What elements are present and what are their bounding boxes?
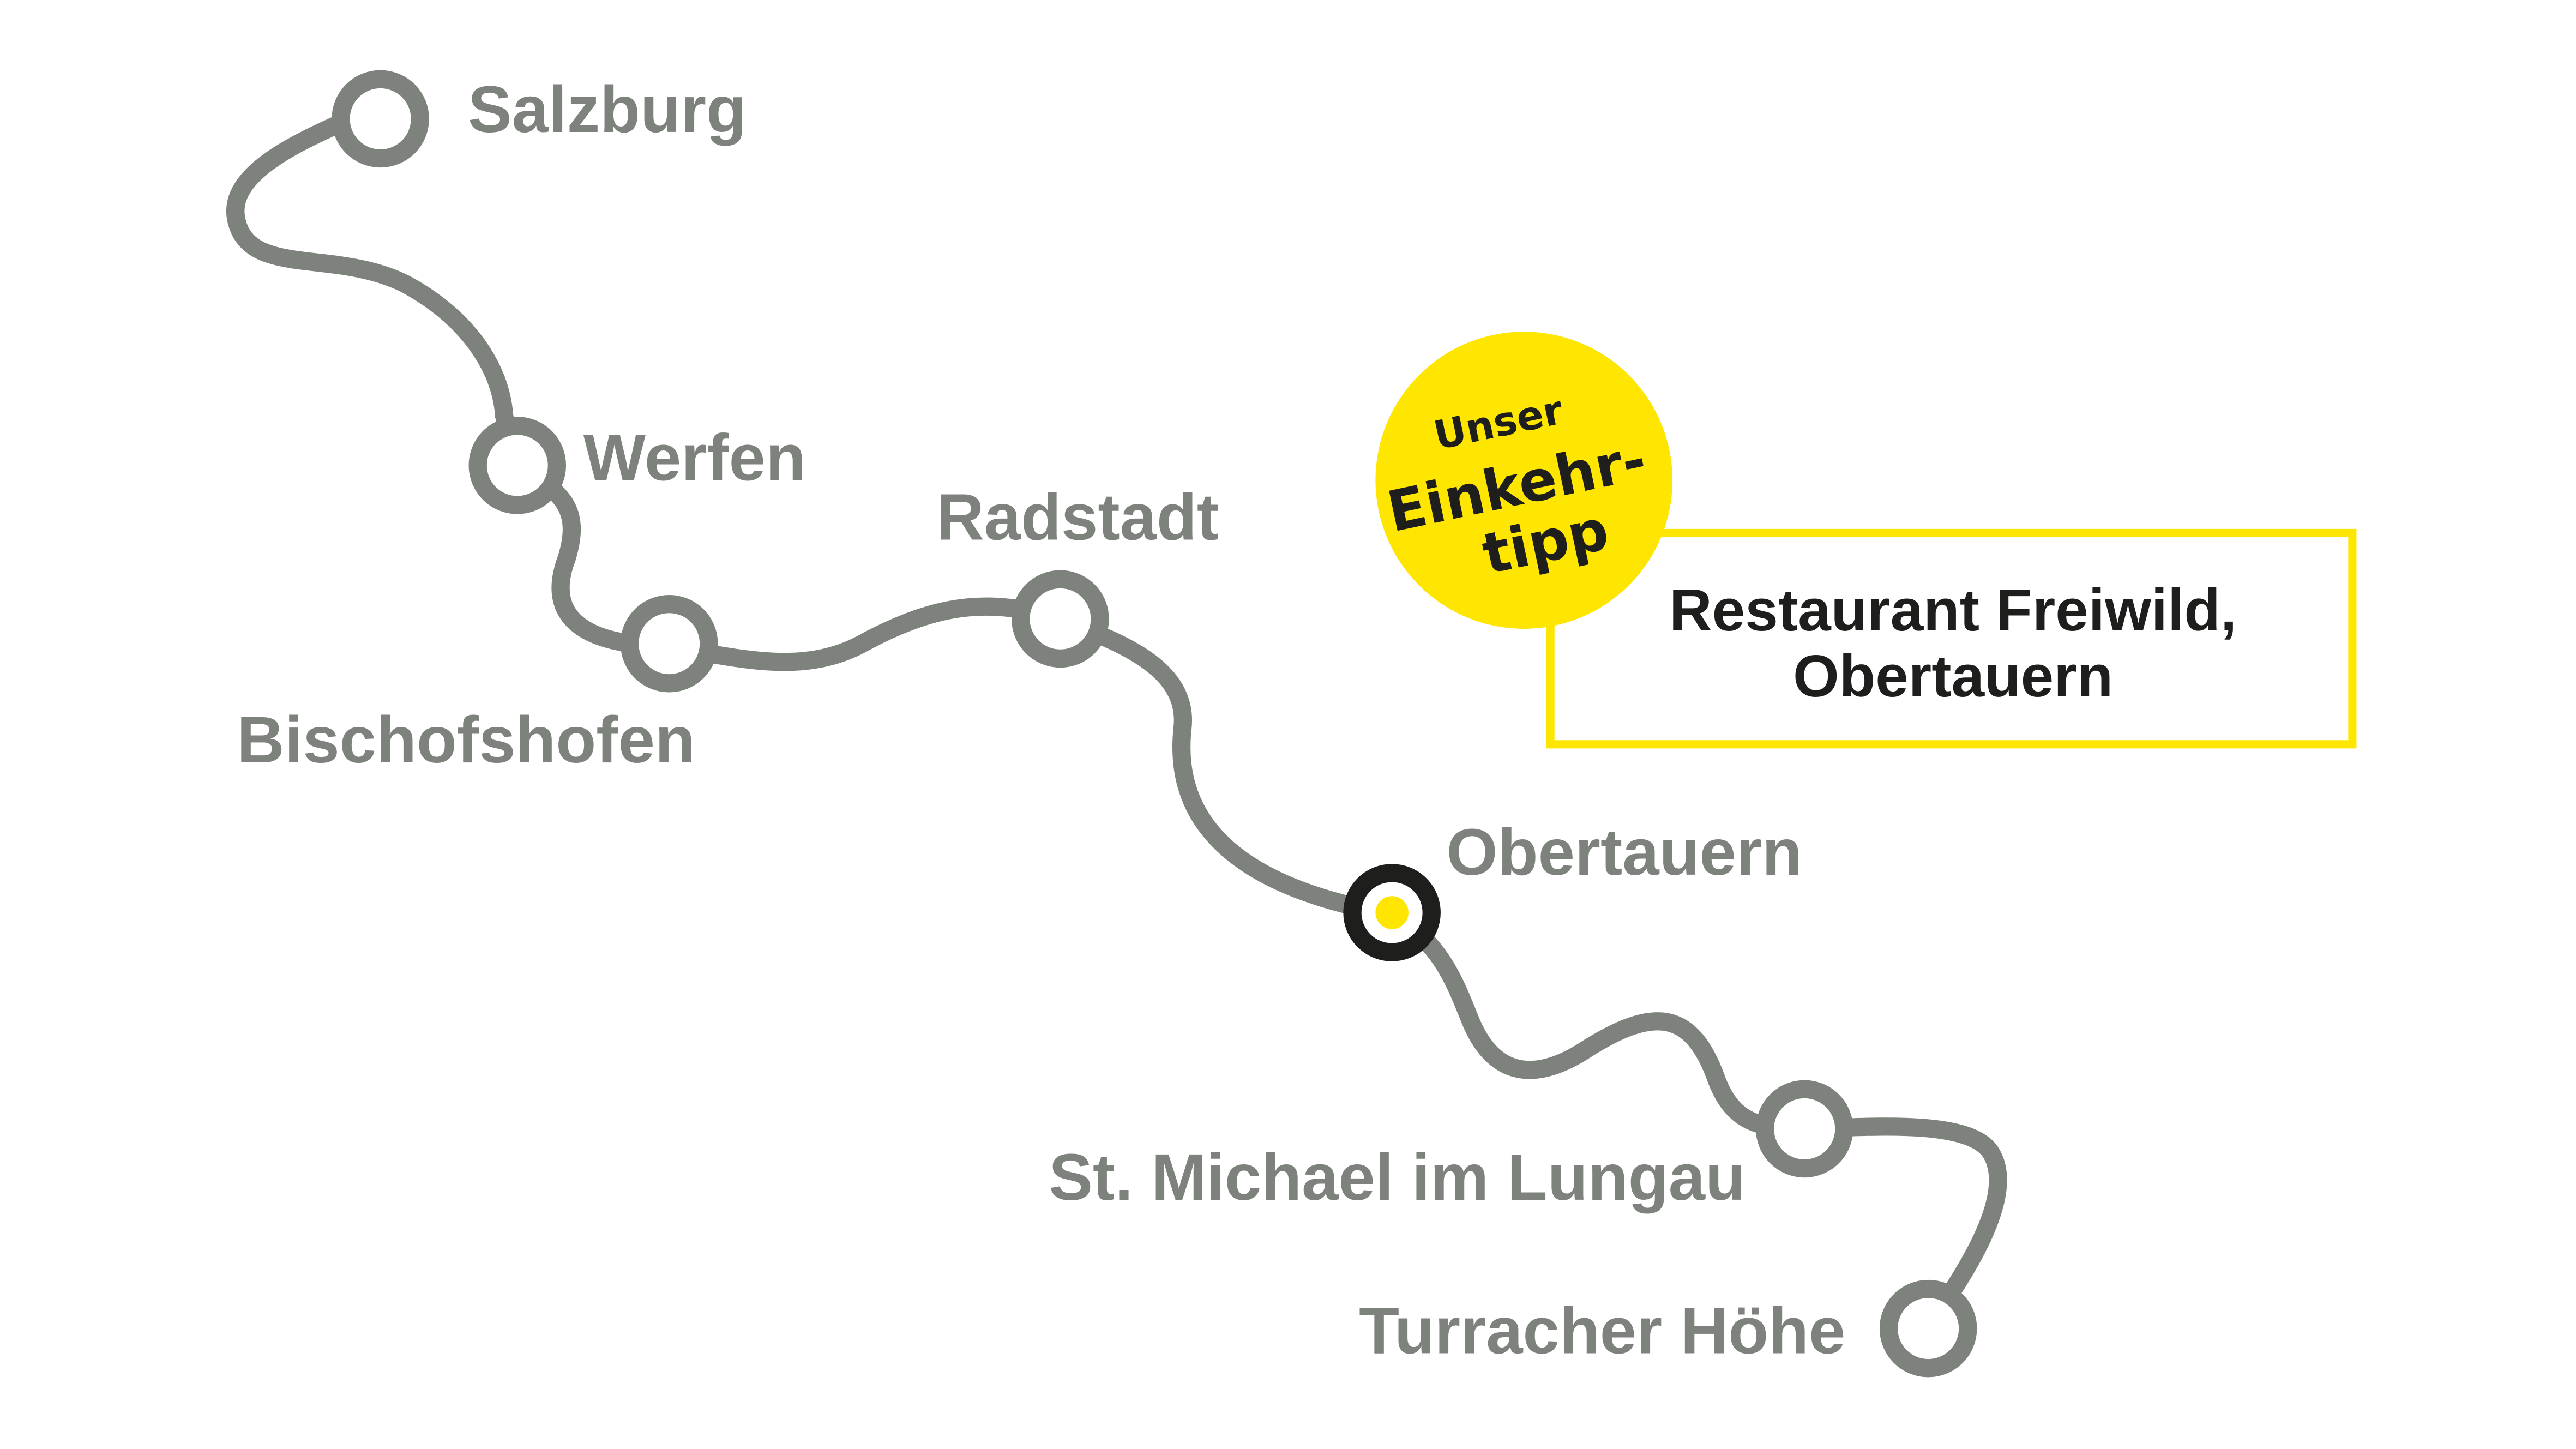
highlight-dot bbox=[1375, 896, 1409, 929]
tip-box-line2: Obertauern bbox=[1793, 643, 2113, 710]
station-obertauern[interactable]: Obertauern bbox=[1343, 815, 1802, 961]
station-label: Werfen bbox=[583, 420, 806, 495]
tip-box-line1: Restaurant Freiwild, bbox=[1669, 577, 2237, 644]
station-label: Bischofshofen bbox=[237, 702, 695, 777]
station-salzburg[interactable]: Salzburg bbox=[332, 70, 747, 168]
station-label: Salzburg bbox=[468, 72, 747, 146]
station-st-michael[interactable]: St. Michael im Lungau bbox=[1049, 1080, 1853, 1214]
route-line bbox=[226, 110, 2007, 1338]
station-werfen[interactable]: Werfen bbox=[468, 417, 806, 514]
tip-badge: Unser Einkehr- tipp bbox=[1375, 332, 1673, 629]
station-label: Turracher Höhe bbox=[1359, 1293, 1845, 1367]
station-label: St. Michael im Lungau bbox=[1049, 1140, 1746, 1214]
tip-box: Restaurant Freiwild, Obertauern bbox=[1546, 528, 2357, 749]
station-bischofshofen[interactable]: Bischofshofen bbox=[237, 594, 718, 777]
station-label: Obertauern bbox=[1447, 815, 1802, 889]
station-radstadt[interactable]: Radstadt bbox=[936, 480, 1219, 668]
station-label: Radstadt bbox=[936, 480, 1219, 554]
station-turracher-hoehe[interactable]: Turracher Höhe bbox=[1359, 1279, 1977, 1378]
